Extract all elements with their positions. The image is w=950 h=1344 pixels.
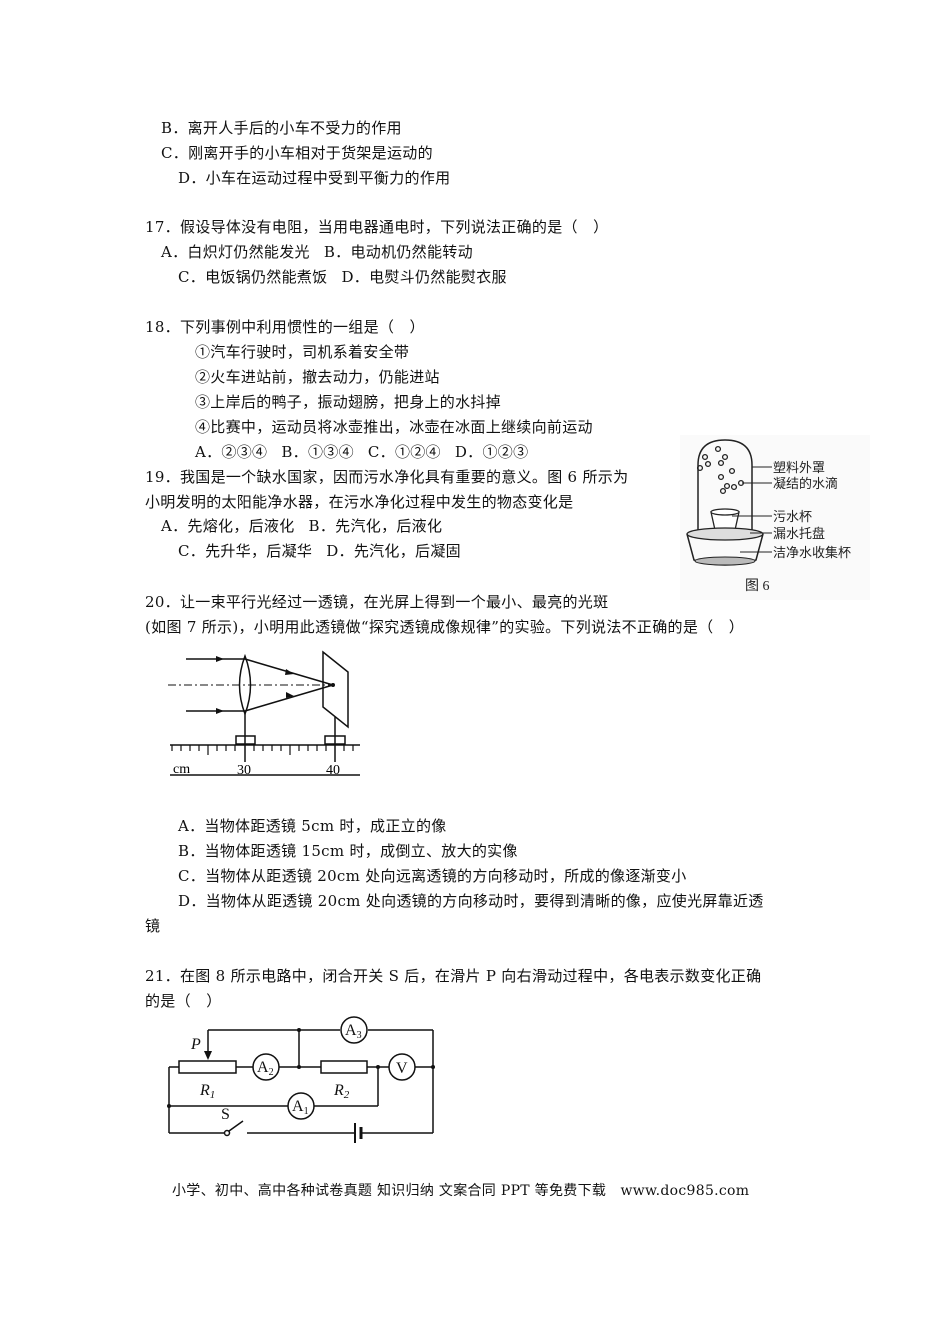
q20-option-b: B．当物体距透镜 15cm 时，成倒立、放大的实像 [178,842,518,860]
q18-stem: 18．下列事例中利用惯性的一组是（ ） [145,318,425,336]
q19-option-c: C．先升华，后凝华 [178,542,313,560]
svg-text:A1: A1 [292,1098,309,1117]
q19-stem-line1: 19．我国是一个缺水国家，因而污水净化具有重要的意义。图 6 所示为 [145,468,629,486]
label-dirty-cup: 污水杯 [773,509,812,524]
q17-option-d: D．电熨斗仍然能熨衣服 [341,268,507,286]
q19-option-b: B．先汽化，后液化 [308,517,443,535]
q16-option-b: B．离开人手后的小车不受力的作用 [161,119,402,137]
svg-text:A2: A2 [257,1059,274,1078]
a1-label: A [292,1098,304,1115]
q16-option-c: C．刚离开手的小车相对于货架是运动的 [161,144,433,162]
r2-sub: 2 [344,1089,350,1101]
footer-text: 小学、初中、高中各种试卷真题 知识归纳 文案合同 PPT 等免费下载 www.d… [172,1183,750,1199]
q17-option-c: C．电饭锅仍然能煮饭 [178,268,328,286]
q18-item-3: ③上岸后的鸭子，振动翅膀，把身上的水抖掉 [195,393,502,411]
slider-p-label: P [190,1036,201,1053]
q20-option-c: C．当物体从距透镜 20cm 处向远离透镜的方向移动时，所成的像逐渐变小 [178,867,687,885]
q19-options-row1: A．先熔化，后液化 B．先汽化，后液化 [161,516,442,536]
q17-stem: 17．假设导体没有电阻，当用电器通电时，下列说法正确的是（ ） [145,218,609,236]
a1-sub: 1 [304,1106,309,1117]
q20-option-d-wrap: 镜 [145,917,161,935]
a3-sub: 3 [357,1030,362,1041]
q17-options-row2: C．电饭锅仍然能煮饭 D．电熨斗仍然能熨衣服 [178,267,507,287]
figure-8-circuit: P R1 R2 A3 A2 A1 V S [167,1016,435,1143]
ruler-tick-30: 30 [237,763,251,778]
q17-option-b: B．电动机仍然能转动 [323,243,473,261]
q19-option-a: A．先熔化，后液化 [161,517,295,535]
label-plastic-cover: 塑料外罩 [773,460,825,475]
q17-option-a: A．白炽灯仍然能发光 [161,243,310,261]
q21-stem-line2: 的是（ ） [145,992,222,1010]
q18-item-2: ②火车进站前，撤去动力，仍能进站 [195,368,440,386]
q19-option-d: D．先汽化，后凝固 [326,542,461,560]
q18-option-b: B．①③④ [281,443,354,461]
label-tray: 漏水托盘 [773,526,825,541]
ruler-unit: cm [173,762,190,777]
q20-option-a: A．当物体距透镜 5cm 时，成正立的像 [178,817,447,835]
q18-item-4: ④比赛中，运动员将冰壶推出，冰壶在冰面上继续向前运动 [195,418,593,436]
q20-option-d: D．当物体从距透镜 20cm 处向透镜的方向移动时，要得到清晰的像，应使光屏靠近… [178,892,764,910]
ruler-tick-40: 40 [326,763,340,778]
q20-stem-line1: 20．让一束平行光经过一透镜，在光屏上得到一个最小、最亮的光斑 [145,593,609,611]
q19-options-row2: C．先升华，后凝华 D．先汽化，后凝固 [178,541,461,561]
q17-options-row1: A．白炽灯仍然能发光 B．电动机仍然能转动 [161,242,473,262]
a3-label: A [345,1022,357,1039]
q20-stem-line2: (如图 7 所示)，小明用此透镜做“探究透镜成像规律”的实验。下列说法不正确的是… [145,618,745,636]
q18-item-1: ①汽车行驶时，司机系着安全带 [195,343,410,361]
voltmeter-label: V [396,1060,408,1077]
q18-option-d: D．①②③ [454,443,529,461]
q18-options: A．②③④ B．①③④ C．①②④ D．①②③ [195,442,528,462]
svg-text:R2: R2 [333,1082,350,1101]
label-clean-cup: 洁净水收集杯 [773,545,851,560]
a2-sub: 2 [269,1067,274,1078]
svg-text:R1: R1 [199,1082,215,1101]
q21-stem-line1: 21．在图 8 所示电路中，闭合开关 S 后，在滑片 P 向右滑动过程中，各电表… [145,967,762,985]
switch-label: S [221,1106,230,1123]
q18-option-c: C．①②④ [367,443,441,461]
r1-label: R [199,1082,210,1099]
label-water-drops: 凝结的水滴 [773,476,838,491]
q18-option-a: A．②③④ [195,443,268,461]
r2-label: R [333,1082,344,1099]
figure-7-lens: cm 30 40 [168,650,360,778]
svg-text:A3: A3 [345,1022,362,1041]
r1-sub: 1 [210,1089,216,1101]
figure-6-solar-purifier: 塑料外罩 凝结的水滴 污水杯 漏水托盘 洁净水收集杯 图 6 [680,435,870,600]
figure-6-caption: 图 6 [745,579,770,594]
a2-label: A [257,1059,269,1076]
q16-option-d: D．小车在运动过程中受到平衡力的作用 [178,169,451,187]
q19-stem-line2: 小明发明的太阳能净水器，在污水净化过程中发生的物态变化是 [145,493,574,511]
